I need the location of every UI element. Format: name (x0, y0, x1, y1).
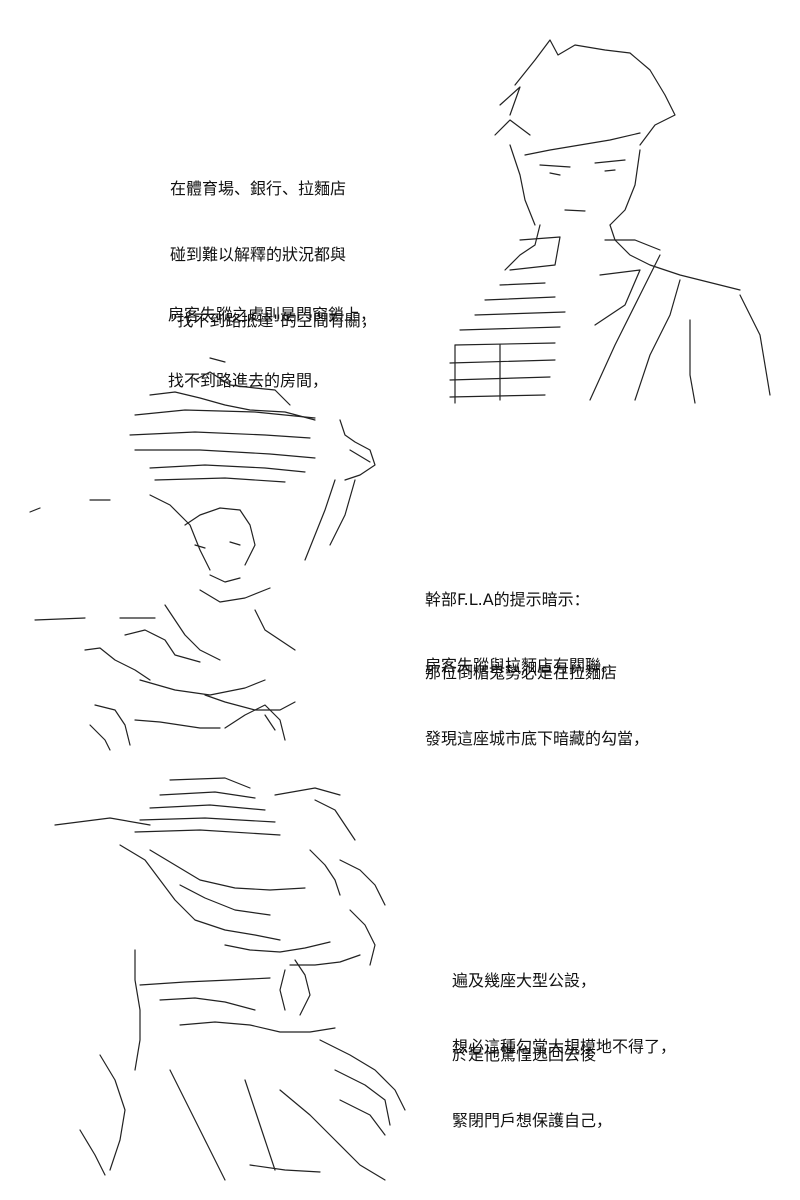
narration-line: 找不到路進去的房間， (168, 371, 329, 390)
narration-line: 碰到難以解釋的狀況都與 (170, 245, 347, 264)
narration-line: 想必這種勾當大規模地不得了， (452, 1037, 677, 1056)
boy-character-illustration (440, 25, 780, 410)
narration-line: 房客失蹤之處則是門窗鎖上， (168, 305, 377, 324)
narration-line: 發現這座城市底下暗藏的勾當， (425, 729, 650, 748)
narration-line: 那位倒楣鬼勢必是在拉麵店 (425, 663, 618, 682)
narration-line: 於是他驚惶逃回去後 (452, 1045, 597, 1064)
narration-block-2: 房客失蹤之處則是門窗鎖上， 找不到路進去的房間， (168, 260, 376, 414)
narration-line: 幹部F.L.A的提示暗示： (425, 590, 590, 609)
narration-line: "找不到路抵達"的空間有關， (170, 311, 377, 330)
narration-line: 遍及幾座大型公設， (452, 971, 597, 990)
narration-block-5: 遍及幾座大型公設， 想必這種勾當大規模地不得了， (452, 926, 676, 1080)
narration-block-4: 那位倒楣鬼勢必是在拉麵店 發現這座城市底下暗藏的勾當， (425, 618, 649, 772)
narration-line: 在體育場、銀行、拉麵店 (170, 179, 347, 198)
narration-block-1: 在體育場、銀行、拉麵店 碰到難以解釋的狀況都與 "找不到路抵達"的空間有關， (170, 134, 377, 354)
narration-block-6: 於是他驚惶逃回去後 緊閉門戶想保護自己， (452, 1000, 612, 1154)
waving-character-illustration (25, 350, 395, 760)
narration-line: 房客失蹤與拉麵店有關聯。 (425, 656, 618, 675)
narration-line: 緊閉門戶想保護自己， (452, 1111, 613, 1130)
narration-block-3: 幹部F.L.A的提示暗示： 房客失蹤與拉麵店有關聯。 (425, 545, 617, 699)
hat-character-illustration (40, 770, 420, 1190)
